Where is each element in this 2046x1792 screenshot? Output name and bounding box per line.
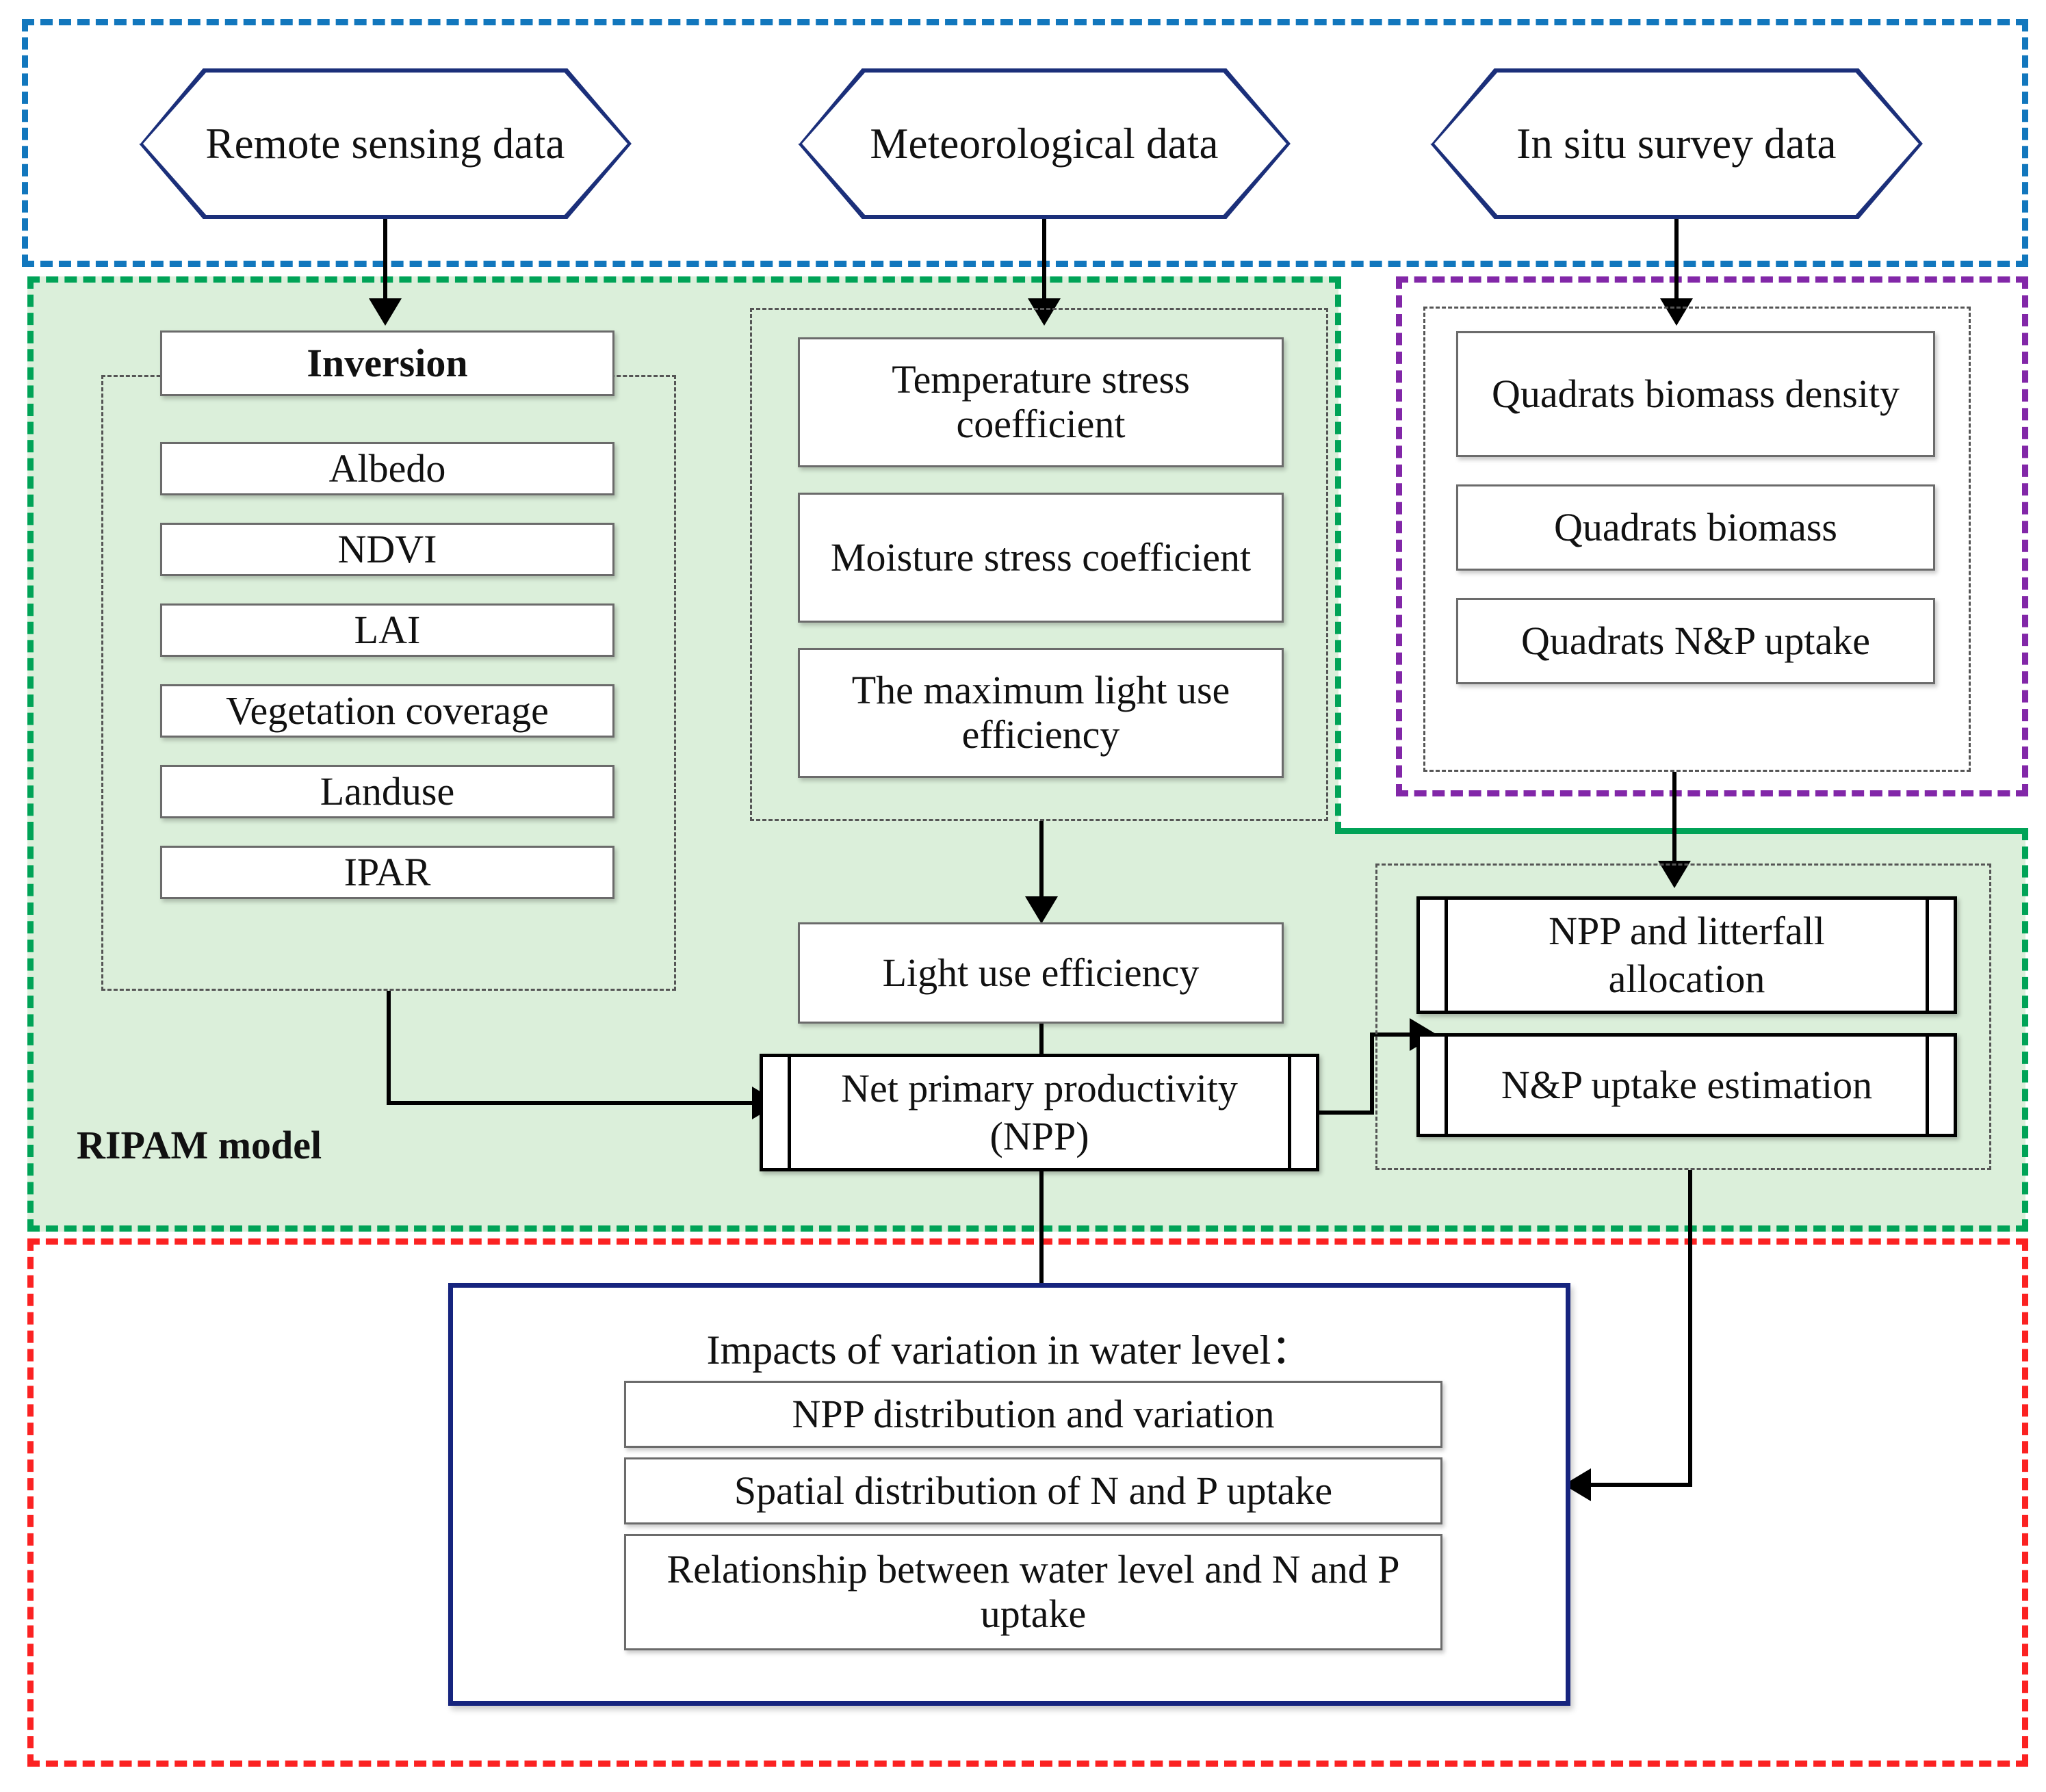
outputs-title: Impacts of variation in water level： — [706, 1327, 1312, 1373]
region-ripam-border-notch-top — [1335, 828, 2028, 834]
output-item-relationship-water-level[interactable]: Relationship between water level and N a… — [624, 1534, 1442, 1650]
meteorology-group-outline — [750, 308, 1328, 821]
output-item-npp-distribution[interactable]: NPP distribution and variation — [624, 1381, 1442, 1448]
arrow-line-inversion-to-npp-vertical — [387, 991, 391, 1105]
arrow-line-allocation-to-outputs-v — [1688, 1170, 1692, 1487]
meteo-item-max-light-use-efficiency[interactable]: The maximum light use efficiency — [798, 648, 1284, 778]
inversion-item-lai[interactable]: LAI — [160, 603, 614, 657]
inversion-item-ipar[interactable]: IPAR — [160, 846, 614, 899]
input-node-label: In situ survey data — [1516, 119, 1837, 168]
inversion-header-box[interactable]: Inversion — [160, 330, 614, 396]
arrow-head-remote-to-inversion — [369, 298, 402, 326]
arrow-head-meteo-group-to-lue — [1025, 896, 1058, 924]
arrow-line-quadrats-to-allocation — [1672, 772, 1676, 861]
npp-label: Net primary productivity (NPP) — [841, 1066, 1238, 1158]
arrow-line-lue-to-npp — [1039, 1024, 1044, 1078]
input-node-in-situ-survey[interactable]: In situ survey data — [1430, 68, 1923, 219]
hexagon-fill — [1434, 73, 1919, 215]
input-node-remote-sensing[interactable]: Remote sensing data — [139, 68, 632, 219]
input-node-meteorological[interactable]: Meteorological data — [798, 68, 1291, 219]
allocation-group-outline — [1375, 863, 1991, 1170]
region-ripam-border-upper — [27, 276, 1341, 834]
region-outputs — [27, 1238, 2028, 1767]
input-node-label: Remote sensing data — [205, 119, 565, 168]
input-node-label: Meteorological data — [870, 119, 1219, 168]
arrow-line-npp-to-outputs — [1039, 1171, 1044, 1284]
hexagon-fill — [802, 73, 1286, 215]
quadrats-group-outline — [1423, 307, 1971, 772]
arrow-line-meteo-group-to-lue — [1039, 821, 1044, 896]
net-primary-productivity-box[interactable]: Net primary productivity (NPP) — [760, 1054, 1319, 1171]
arrow-line-remote-to-inversion — [383, 219, 387, 298]
inversion-item-albedo[interactable]: Albedo — [160, 442, 614, 495]
inversion-item-vegetation-coverage[interactable]: Vegetation coverage — [160, 684, 614, 738]
arrow-line-npp-to-allocation-h1 — [1319, 1111, 1374, 1115]
arrow-line-survey-to-quadrats — [1674, 219, 1679, 298]
npp-litterfall-allocation-box[interactable]: NPP and litterfall allocation — [1416, 896, 1957, 1014]
region-input-data — [22, 19, 2028, 267]
quadrats-item-biomass[interactable]: Quadrats biomass — [1456, 484, 1935, 571]
arrow-line-inversion-to-npp-horizontal — [387, 1101, 752, 1105]
inversion-item-landuse[interactable]: Landuse — [160, 765, 614, 818]
ripam-model-label: RIPAM model — [77, 1123, 322, 1167]
arrow-line-meteo-to-stress — [1042, 219, 1046, 298]
quadrats-item-np-uptake[interactable]: Quadrats N&P uptake — [1456, 598, 1935, 684]
arrow-head-survey-to-quadrats — [1660, 298, 1693, 326]
quadrats-item-biomass-density[interactable]: Quadrats biomass density — [1456, 331, 1935, 457]
np-uptake-estimation-box[interactable]: N&P uptake estimation — [1416, 1033, 1957, 1137]
region-ripam-border-lower — [27, 828, 2028, 1232]
allocation-label: NPP and litterfall allocation — [1549, 909, 1825, 1001]
inversion-item-ndvi[interactable]: NDVI — [160, 523, 614, 576]
arrow-line-npp-to-allocation-v — [1370, 1033, 1374, 1115]
arrow-line-npp-to-allocation-h2 — [1370, 1033, 1411, 1037]
meteo-item-moisture-stress[interactable]: Moisture stress coefficient — [798, 493, 1284, 623]
uptake-estimation-label: N&P uptake estimation — [1501, 1063, 1873, 1108]
light-use-efficiency-box[interactable]: Light use efficiency — [798, 922, 1284, 1024]
arrow-line-allocation-to-outputs-h — [1591, 1483, 1692, 1487]
hexagon-fill — [143, 73, 627, 215]
arrow-head-meteo-to-stress — [1028, 298, 1061, 326]
output-item-spatial-distribution[interactable]: Spatial distribution of N and P uptake — [624, 1457, 1442, 1524]
meteo-item-temperature-stress[interactable]: Temperature stress coefficient — [798, 337, 1284, 467]
